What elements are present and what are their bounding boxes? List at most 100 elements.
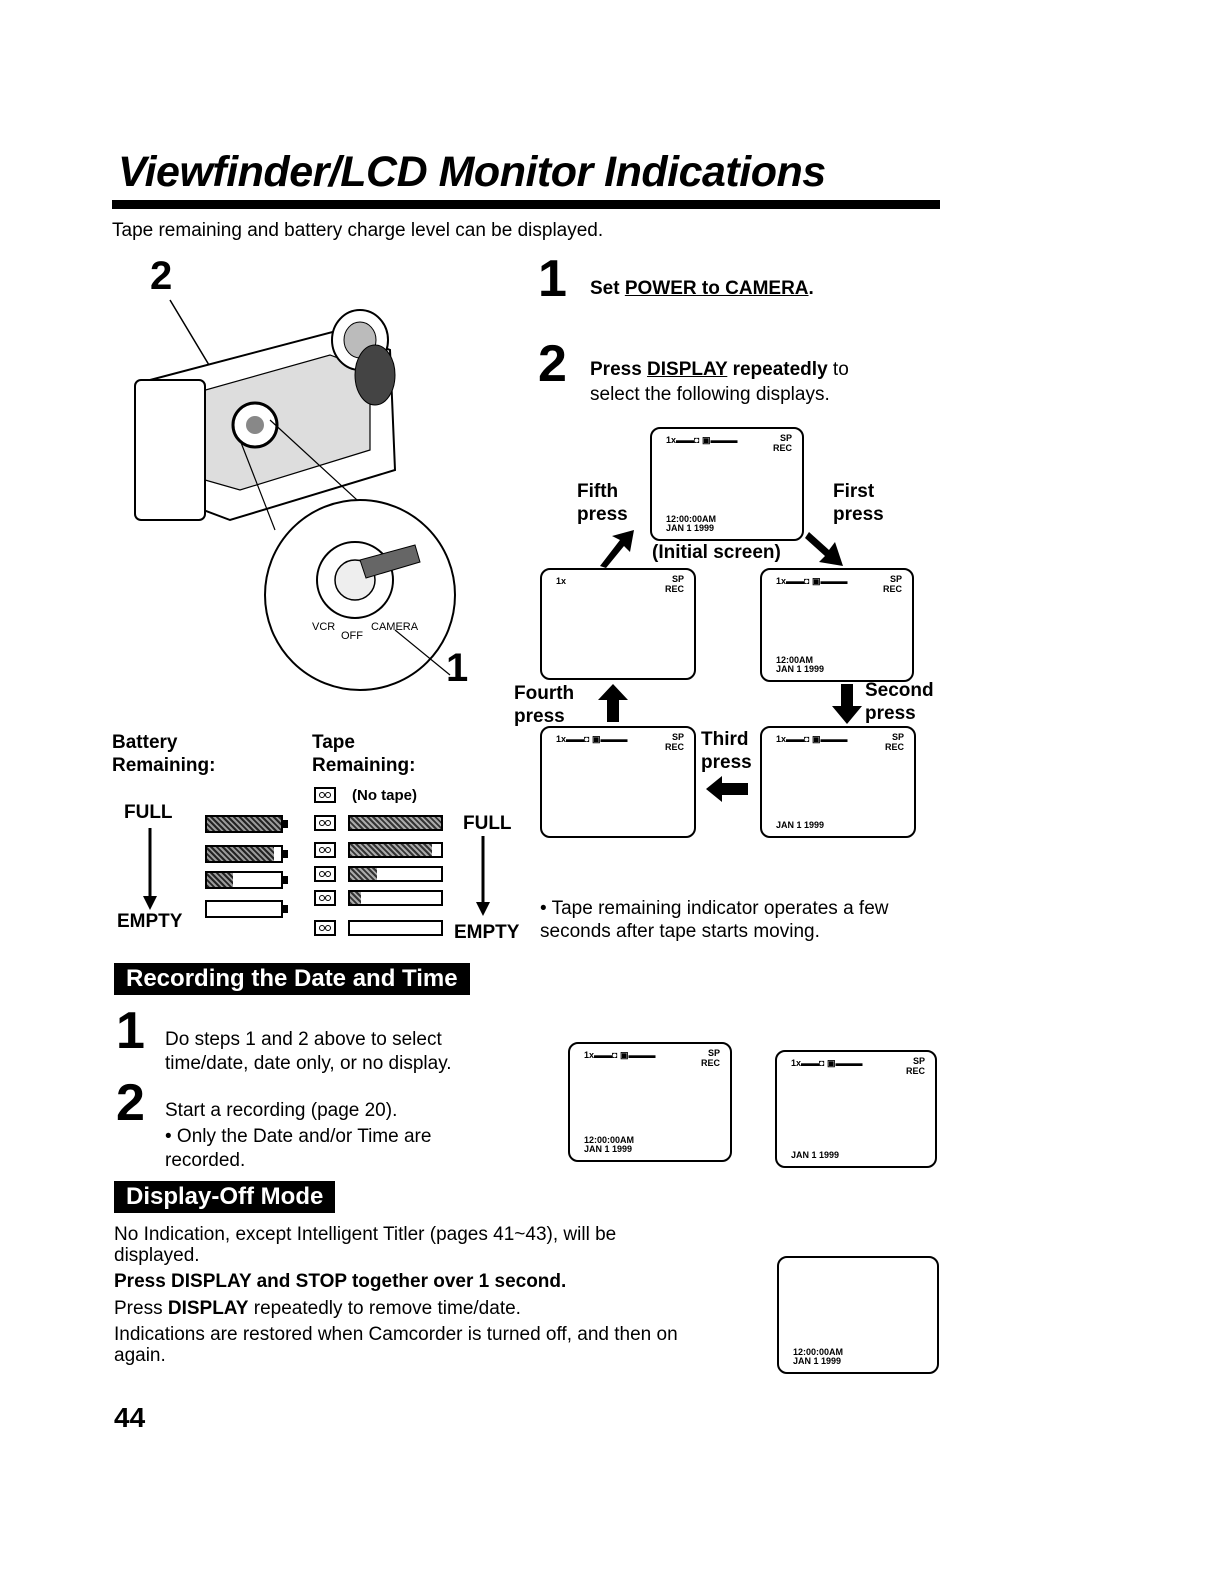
switch-label-off: OFF — [341, 630, 363, 642]
battery-terminal — [283, 876, 288, 884]
battery-terminal — [283, 820, 288, 828]
tape-cassette-icon — [314, 815, 336, 831]
step-2-number: 2 — [538, 335, 567, 393]
tape-remaining-bar — [348, 842, 443, 858]
intro-text: Tape remaining and battery charge level … — [112, 220, 604, 241]
tape-indicator-note: • Tape remaining indicator operates a fe… — [540, 898, 889, 942]
arrow-third-icon — [706, 776, 748, 802]
tape-remaining-fill — [350, 868, 378, 880]
arrow-first-icon — [805, 532, 843, 566]
section-heading-recording: Recording the Date and Time — [114, 963, 470, 995]
switch-label-camera: CAMERA — [371, 621, 419, 633]
page-title: Viewfinder/LCD Monitor Indications — [118, 148, 826, 196]
tape-cassette-icon — [314, 920, 336, 936]
screen-fourth-indicators: 1x — [556, 576, 567, 586]
tape-remaining-fill — [350, 817, 441, 829]
arrow-second-icon — [832, 684, 862, 724]
step-1-power-camera: POWER to CAMERA — [624, 278, 809, 299]
recording-step-2-text: Start a recording (page 20). — [165, 1100, 398, 1121]
tape-cassette-icon — [314, 866, 336, 882]
step-2-display: DISPLAY — [647, 359, 728, 380]
recording-step-1-number: 1 — [116, 1002, 145, 1060]
tape-cassette-icon — [314, 890, 336, 906]
tape-remaining-bar — [348, 815, 443, 831]
screen-second-indicators: 1x▬▬◘ ▣▬▬▬ — [776, 734, 848, 744]
battery-terminal — [283, 850, 288, 858]
battery-gauge — [205, 871, 290, 891]
switch-label-vcr: VCR — [312, 621, 336, 633]
battery-scale-arrow-icon — [143, 828, 157, 910]
battery-gauge — [205, 845, 290, 865]
section-heading-display-off: Display-Off Mode — [114, 1181, 336, 1213]
tape-remaining-fill — [350, 844, 432, 856]
step-2-bold: repeatedly — [727, 359, 828, 380]
battery-icon — [205, 871, 283, 889]
figure-callout-1: 1 — [446, 646, 469, 690]
no-tape-label: (No tape) — [352, 787, 417, 804]
battery-terminal — [283, 905, 288, 913]
camcorder-illustration — [134, 299, 456, 691]
tape-remaining-bar — [348, 890, 443, 906]
tape-full-label: FULL — [463, 813, 512, 834]
battery-icon — [205, 845, 283, 863]
display-off-p1: No Indication, except Intelligent Titler… — [114, 1224, 617, 1266]
battery-fill — [207, 847, 274, 861]
display-off-p4: Indications are restored when Camcorder … — [114, 1324, 678, 1366]
step-1-pre: Set — [590, 278, 625, 299]
tape-scale-arrow-icon — [476, 836, 490, 916]
recording-step-2-note: • Only the Date and/or Time are recorded… — [165, 1126, 432, 1171]
tape-cassette-icon — [314, 787, 336, 803]
battery-gauge — [205, 815, 290, 835]
step-2-pre: Press — [590, 359, 648, 380]
page-number: 44 — [114, 1402, 146, 1433]
display-off-p3-pre: Press — [114, 1298, 168, 1319]
battery-icon — [205, 815, 283, 833]
recording-step-2-number: 2 — [116, 1074, 145, 1132]
tape-cassette-icon — [314, 842, 336, 858]
step-1-number: 1 — [538, 250, 567, 308]
battery-fill — [207, 873, 233, 887]
battery-gauge — [205, 900, 290, 920]
display-off-p3-bold: DISPLAY — [167, 1298, 249, 1319]
screen-initial-indicators: 1x▬▬◘ ▣▬▬▬ — [666, 435, 738, 445]
tape-remaining-bar — [348, 920, 443, 936]
screen-first-indicators: 1x▬▬◘ ▣▬▬▬ — [776, 576, 848, 586]
tape-remaining-bar — [348, 866, 443, 882]
battery-empty-label: EMPTY — [117, 911, 183, 932]
battery-fill — [207, 817, 281, 831]
screen-rec2-date: JAN 1 1999 — [791, 1150, 840, 1160]
step-2-text: Press DISPLAY repeatedly to select the f… — [590, 357, 890, 407]
tape-remaining-fill — [350, 892, 361, 904]
recording-step-1-text: Do steps 1 and 2 above to select time/da… — [165, 1029, 452, 1074]
display-off-p2: Press DISPLAY and STOP together over 1 s… — [114, 1271, 567, 1292]
label-initial-screen: (Initial screen) — [652, 542, 781, 563]
figure-callout-2: 2 — [150, 254, 173, 298]
display-off-p3-post: repeatedly to remove time/date. — [248, 1298, 521, 1319]
step-1-text: Set POWER to CAMERA. — [590, 276, 814, 301]
step-2-post: to select the following displays. — [590, 359, 849, 405]
arrow-fifth-icon — [600, 530, 634, 568]
